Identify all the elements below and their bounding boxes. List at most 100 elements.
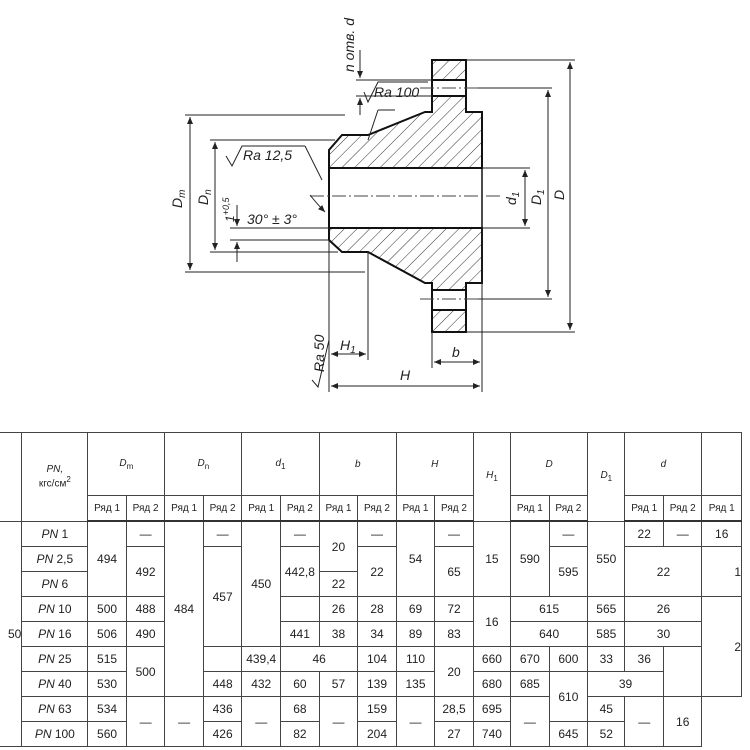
cell: 16 — [662, 696, 703, 747]
cell: — — [357, 520, 397, 547]
cell: 22 — [318, 571, 359, 597]
cell: 448 — [202, 671, 243, 697]
subheader-row2: Ряд 2 — [357, 495, 397, 522]
H1-label: H1 — [340, 337, 356, 356]
table-row: 50 PN 1 494 — 484 — 450 — 20 — 54 — 15 5… — [0, 520, 742, 747]
cell: 33 — [587, 646, 626, 672]
dn-label: Dn — [195, 189, 214, 205]
header-pn: PN,кгс/см2 — [21, 432, 89, 522]
cell: 685 — [510, 671, 550, 697]
cell: 600 — [548, 646, 589, 672]
cell: 83 — [434, 621, 474, 647]
cell: 534 — [87, 696, 127, 722]
dm-label: Dm — [169, 190, 188, 208]
cell: 500 — [87, 596, 127, 622]
subheader-row2: Ряд 2 — [125, 495, 166, 522]
D1-label: D1 — [528, 189, 547, 205]
holes-label: n отв. d — [341, 17, 357, 72]
cell: 57 — [318, 671, 359, 697]
cell: — — [548, 520, 589, 547]
cell: 565 — [587, 596, 626, 622]
D-label: D — [551, 190, 567, 200]
cell: 457 — [202, 546, 243, 647]
ra50-label: Ra 50 — [311, 334, 327, 372]
flange-section — [328, 59, 483, 333]
cell: 15 — [472, 520, 512, 597]
pn-cell: PN 2,5 — [21, 546, 89, 572]
cell: 68 — [280, 696, 320, 722]
subheader-row1: Ряд 1 — [241, 495, 282, 522]
cell: 72 — [434, 596, 474, 622]
subheader-row2: Ряд 2 — [434, 495, 474, 522]
cell: — — [662, 520, 703, 547]
pn-cell: PN 6 — [21, 571, 89, 597]
cell: 30 — [624, 621, 703, 647]
cell: — — [202, 520, 243, 547]
cell: 60 — [280, 671, 320, 697]
cell: — — [395, 696, 436, 747]
cell: 54 — [395, 520, 436, 597]
cell: — — [164, 696, 204, 747]
cell: 432 — [241, 671, 282, 697]
cell: 46 — [280, 646, 359, 672]
pn-cell: PN 40 — [21, 671, 89, 697]
table-row: PN 63 534 — — 436 — 68 — 159 — 28,5 695 … — [0, 696, 742, 747]
subheader-row2: Ряд 2 — [202, 495, 243, 522]
subheader-row1: Ряд 1 — [701, 495, 742, 522]
header-H: H — [395, 432, 474, 496]
header-d: d — [624, 432, 703, 496]
subheader-row1: Ряд 1 — [395, 495, 436, 522]
cell: 16 — [472, 596, 512, 647]
cell: 104 — [357, 646, 397, 672]
cell: 139 — [357, 671, 397, 697]
ra100-label: Ra 100 — [374, 84, 419, 100]
cell: 39 — [587, 671, 664, 697]
cell: 22 — [624, 520, 664, 547]
subheader-row1: Ряд 1 — [510, 495, 550, 522]
cell: 159 — [357, 696, 397, 722]
cell-dn-value: 50 — [0, 520, 23, 747]
cell: 28 — [357, 596, 397, 622]
cell: 660 — [472, 646, 512, 672]
subheader-row2: Ряд 2 — [662, 495, 703, 522]
flange-dimensions-table: PN,кгс/см2 Dm Dn d1 b H H1 D D1 d Ряд 1 … — [0, 432, 742, 747]
d1-label: d1 — [503, 192, 522, 205]
cell: 550 — [587, 520, 626, 597]
cell: 52 — [587, 721, 626, 747]
flange-drawing: n отв. d Ra 100 Ra 12,5 Ra 50 Dm Dn 1+0,… — [169, 17, 575, 392]
subheader-row2: Ряд 2 — [280, 495, 320, 522]
table-row: PN 16 506 490 441 38 34 89 83 640 585 30 — [0, 621, 742, 647]
cell: 65 — [434, 546, 474, 597]
cell: 34 — [357, 621, 397, 647]
cell: 1 — [701, 546, 742, 597]
header-d1: d1 — [241, 432, 320, 496]
cell: 16 — [701, 520, 742, 547]
cell: 135 — [395, 671, 436, 697]
cell: 615 — [510, 596, 589, 622]
cell: 530 — [87, 671, 127, 697]
cell: 494 — [87, 520, 127, 597]
cell: 484 — [164, 520, 204, 697]
cell: 441 — [280, 621, 320, 647]
cell: 560 — [87, 721, 127, 747]
cell: — — [434, 520, 474, 547]
cell: — — [318, 696, 359, 747]
cell: 450 — [241, 520, 282, 647]
cell: 20 — [318, 520, 359, 572]
cell: — — [510, 696, 550, 747]
cell: 36 — [624, 646, 664, 672]
cell: 500 — [125, 646, 166, 697]
cell: 45 — [587, 696, 626, 722]
pn-cell: PN 1 — [21, 520, 89, 547]
header-b: b — [318, 432, 397, 496]
cell: 26 — [318, 596, 359, 622]
cell: 740 — [472, 721, 512, 747]
cell: — — [280, 520, 320, 547]
cell: 82 — [280, 721, 320, 747]
table-row: PN 10 500 488 26 28 69 72 16 615 565 26 … — [0, 596, 742, 697]
header-dm: Dm — [87, 432, 166, 496]
header-D1: D1 — [587, 432, 626, 522]
cell — [280, 596, 320, 622]
cell: 27 — [434, 721, 474, 747]
cell: 640 — [510, 621, 589, 647]
